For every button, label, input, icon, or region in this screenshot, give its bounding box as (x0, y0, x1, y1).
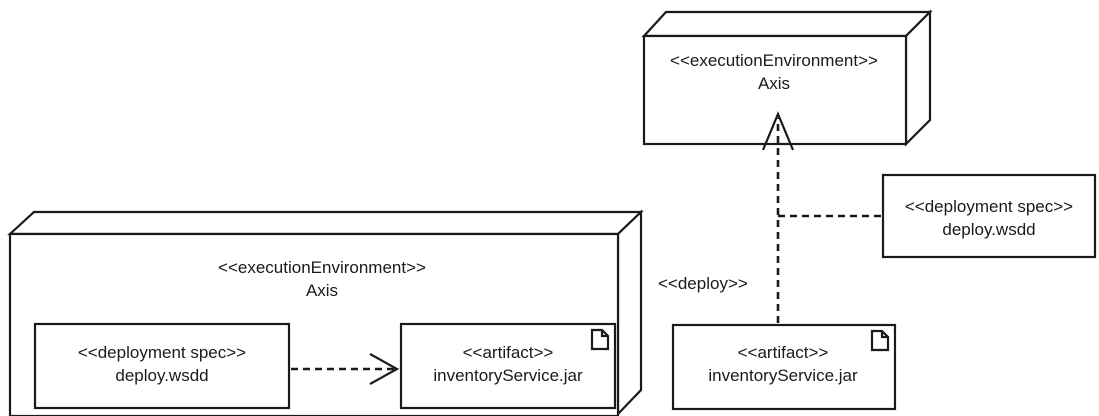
right-deployment-spec-stereotype: <<deployment spec>> (905, 197, 1073, 216)
right-node-side-face (904, 9, 932, 147)
left-node-side-face (616, 209, 643, 416)
left-artifact-box[interactable]: <<artifact>> inventoryService.jar (399, 322, 617, 410)
left-deployment-spec-rect (33, 322, 291, 410)
right-execution-environment-node[interactable]: <<executionEnvironment>> Axis (641, 9, 933, 147)
right-node-stereotype: <<executionEnvironment>> (670, 51, 878, 70)
right-node-top-face (641, 10, 933, 38)
right-artifact-name: inventoryService.jar (708, 366, 858, 385)
left-deployment-spec-stereotype: <<deployment spec>> (78, 343, 246, 362)
left-artifact-name: inventoryService.jar (433, 366, 583, 385)
left-deployment-spec-box[interactable]: <<deployment spec>> deploy.wsdd (33, 322, 291, 410)
right-node-front-face (642, 34, 908, 146)
deploy-label: <<deploy>> (658, 274, 748, 293)
right-artifact-stereotype: <<artifact>> (738, 343, 829, 362)
left-node-stereotype: <<executionEnvironment>> (218, 258, 426, 277)
left-node-top-face (7, 210, 644, 236)
left-artifact-stereotype: <<artifact>> (463, 343, 554, 362)
right-artifact-rect (671, 323, 897, 411)
deploy-dependency (761, 111, 882, 323)
left-execution-environment-node[interactable]: <<executionEnvironment>> Axis <<deployme… (7, 209, 644, 416)
right-deployment-spec-rect (881, 173, 1097, 259)
left-dependency-arrow (291, 353, 400, 385)
deploy-arrowhead-icon (761, 111, 795, 151)
right-artifact-document-icon (870, 329, 890, 352)
right-artifact-box[interactable]: <<artifact>> inventoryService.jar (671, 323, 897, 411)
left-arrowhead-icon (369, 353, 400, 385)
right-deployment-spec-name: deploy.wsdd (942, 220, 1035, 239)
left-artifact-document-icon (590, 328, 610, 351)
right-node-name: Axis (758, 74, 790, 93)
left-artifact-rect (399, 322, 617, 410)
left-node-name: Axis (306, 281, 338, 300)
left-deployment-spec-name: deploy.wsdd (115, 366, 208, 385)
right-deployment-spec-box[interactable]: <<deployment spec>> deploy.wsdd (881, 173, 1097, 259)
